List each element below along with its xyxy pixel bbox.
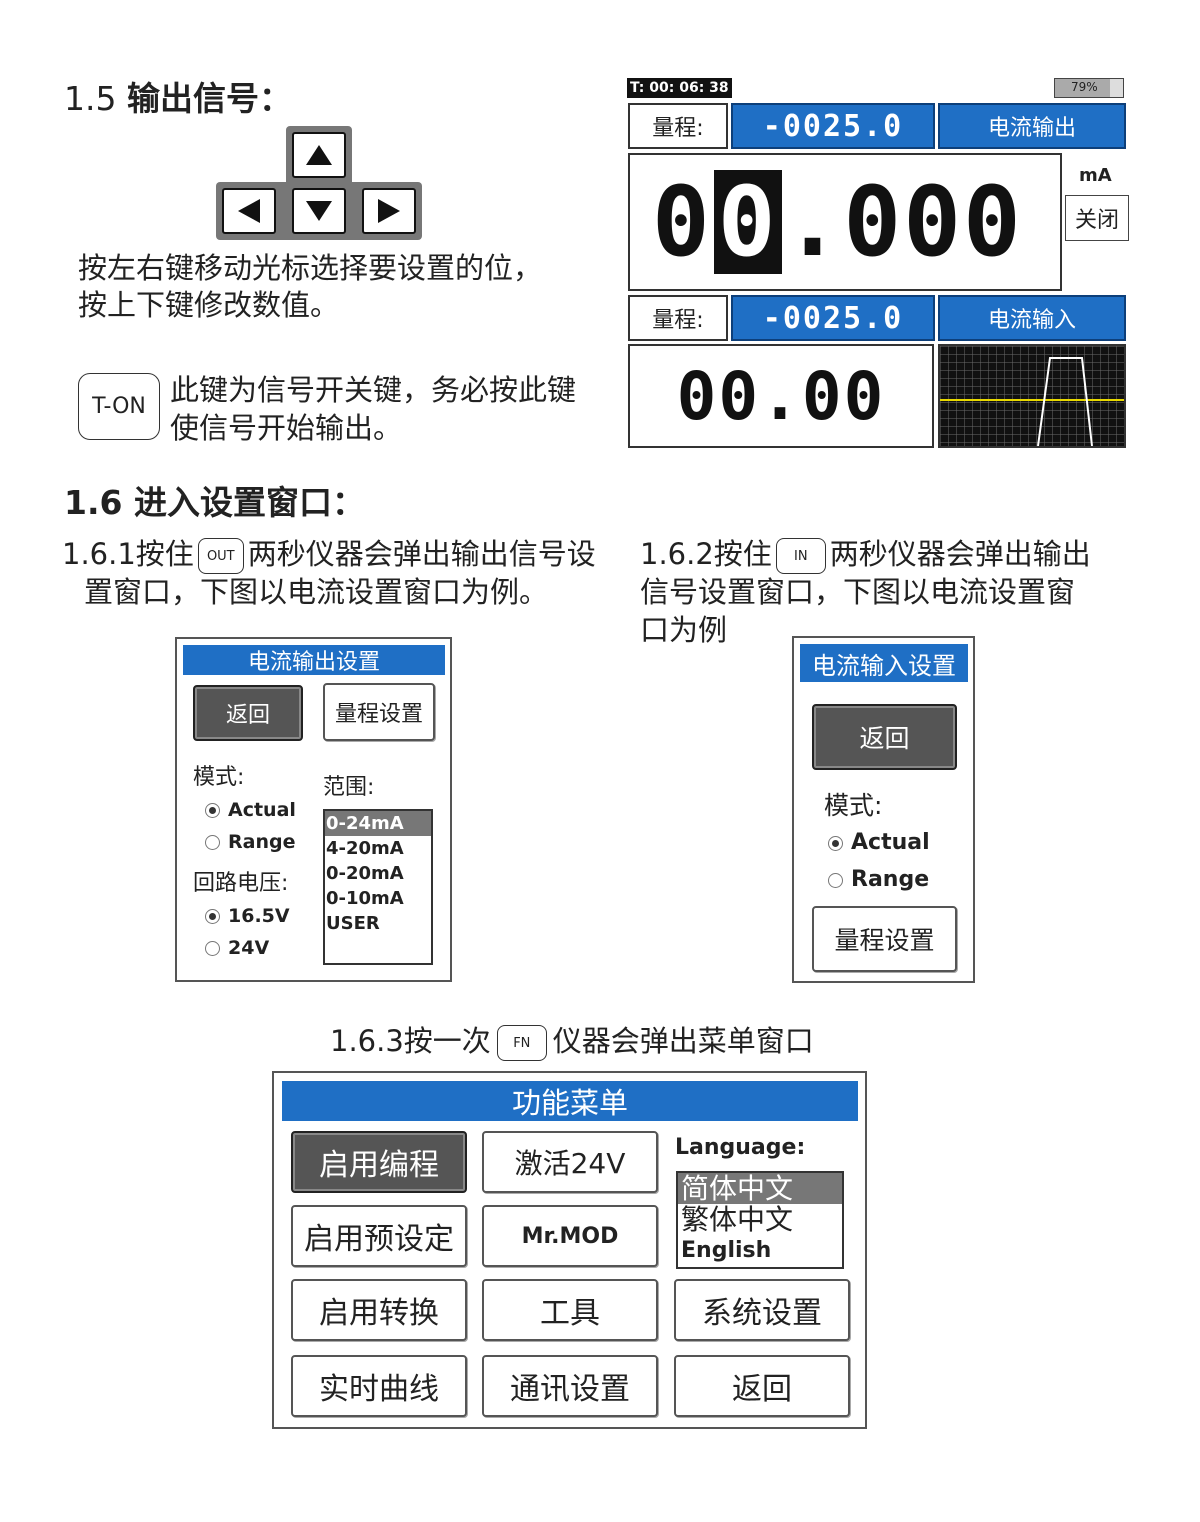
current-input-settings-window: 电流输入设置 返回 模式: Actual Range 量程设置 <box>792 636 975 983</box>
window-title: 电流输出设置 <box>183 645 445 675</box>
in-key[interactable]: IN <box>775 538 826 574</box>
tools-button[interactable]: 工具 <box>482 1279 658 1341</box>
range-value-in: -0025.0 <box>731 295 935 341</box>
step-1-6-2-line3: 口为例 <box>640 613 728 647</box>
down-arrow-key[interactable] <box>292 188 346 234</box>
section-number: 1.5 <box>64 79 117 118</box>
unit-label: mA <box>1079 165 1112 186</box>
timer-readout: T: 00: 06: 38 <box>627 78 732 98</box>
main-decimals: .000 <box>783 166 1023 278</box>
list-item[interactable]: 0-20mA <box>326 863 404 884</box>
live-curve-thumbnail <box>938 344 1126 448</box>
arrow-instruction-line1: 按左右键移动光标选择要设置的位， <box>78 251 543 285</box>
range-label-in: 量程: <box>628 295 728 341</box>
list-item[interactable]: 0-24mA <box>325 811 431 836</box>
radio-selected-icon <box>205 909 220 924</box>
step-1-6-2-line2: 信号设置窗口，下图以电流设置窗 <box>640 575 1076 609</box>
loop-voltage-label: 回路电压: <box>193 871 289 896</box>
trend-graph-icon <box>940 346 1124 447</box>
mr-mod-button[interactable]: Mr.MOD <box>482 1205 658 1267</box>
step-1-6-1-line2: 置窗口，下图以电流设置窗口为例。 <box>84 575 549 609</box>
output-switch-button[interactable]: 关闭 <box>1065 195 1129 241</box>
section-1-6-heading: 1.6 进入设置窗口： <box>64 483 365 522</box>
section-1-5-heading: 1.5 输出信号： <box>64 72 292 120</box>
battery-percent: 79% <box>1071 80 1098 94</box>
arrow-key-pad <box>216 126 422 240</box>
radio-selected-icon <box>205 803 220 818</box>
language-label: Language: <box>675 1135 806 1160</box>
back-button[interactable]: 返回 <box>812 704 957 770</box>
radio-unselected-icon <box>205 941 220 956</box>
function-menu-window: 功能菜单 启用编程 激活24V Language: 简体中文 繁体中文 Engl… <box>272 1071 867 1429</box>
t-on-description-line1: 此键为信号开关键，务必按此键 <box>170 373 577 407</box>
t-on-description-line2: 使信号开始输出。 <box>170 411 403 445</box>
enable-programming-button[interactable]: 启用编程 <box>291 1131 467 1193</box>
radio-unselected-icon <box>828 873 843 888</box>
scope-label: 范围: <box>323 775 375 800</box>
range-setting-button[interactable]: 量程设置 <box>323 683 435 741</box>
input-value-display: 00.00 <box>628 344 934 448</box>
left-arrow-key[interactable] <box>222 188 276 234</box>
battery-indicator: 79% <box>1054 78 1124 98</box>
voltage-16-5-radio[interactable]: 16.5V <box>205 905 290 927</box>
list-item[interactable]: 简体中文 <box>678 1173 842 1204</box>
list-item[interactable]: English <box>681 1238 772 1263</box>
right-arrow-key[interactable] <box>362 188 416 234</box>
list-item[interactable]: 繁体中文 <box>681 1203 794 1236</box>
activate-24v-button[interactable]: 激活24V <box>482 1131 658 1193</box>
communication-settings-button[interactable]: 通讯设置 <box>482 1355 658 1417</box>
main-output-display: 0 0 .000 <box>628 153 1062 291</box>
main-digit: 0 <box>652 166 712 278</box>
realtime-curve-button[interactable]: 实时曲线 <box>291 1355 467 1417</box>
list-item[interactable]: USER <box>326 913 380 934</box>
range-setting-button[interactable]: 量程设置 <box>812 906 957 972</box>
list-item[interactable]: 4-20mA <box>326 838 404 859</box>
fn-key[interactable]: FN <box>496 1025 547 1061</box>
language-listbox[interactable]: 简体中文 繁体中文 English <box>676 1171 844 1269</box>
t-on-key[interactable]: T-ON <box>78 373 160 440</box>
range-label-out: 量程: <box>628 103 728 149</box>
menu-title: 功能菜单 <box>282 1081 858 1121</box>
lcd-screen: T: 00: 06: 38 79% 量程: -0025.0 电流输出 0 0 .… <box>627 75 1131 450</box>
arrow-instruction-line2: 按上下键修改数值。 <box>78 288 340 322</box>
mode-range-radio[interactable]: Range <box>205 831 295 853</box>
enable-conversion-button[interactable]: 启用转换 <box>291 1279 467 1341</box>
left-arrow-icon <box>238 199 260 223</box>
back-button[interactable]: 返回 <box>674 1355 850 1417</box>
back-button[interactable]: 返回 <box>193 685 303 741</box>
mode-actual-radio[interactable]: Actual <box>205 799 296 821</box>
section-title: 输出信号： <box>126 79 292 118</box>
mode-range-radio[interactable]: Range <box>828 867 929 892</box>
down-arrow-icon <box>306 201 332 221</box>
radio-selected-icon <box>828 836 843 851</box>
mode-label: 模式: <box>193 765 245 790</box>
radio-unselected-icon <box>205 835 220 850</box>
output-mode-label: 电流输出 <box>938 103 1126 149</box>
voltage-24-radio[interactable]: 24V <box>205 937 269 959</box>
input-mode-label: 电流输入 <box>938 295 1126 341</box>
list-item[interactable]: 0-10mA <box>326 888 404 909</box>
cursor-digit[interactable]: 0 <box>713 166 782 278</box>
window-title: 电流输入设置 <box>800 644 968 682</box>
range-listbox[interactable]: 0-24mA 4-20mA 0-20mA 0-10mA USER <box>323 809 433 965</box>
up-arrow-icon <box>306 145 332 165</box>
system-settings-button[interactable]: 系统设置 <box>674 1279 850 1341</box>
mode-actual-radio[interactable]: Actual <box>828 830 930 855</box>
current-output-settings-window: 电流输出设置 返回 量程设置 模式: Actual Range 回路电压: 16… <box>175 637 452 982</box>
range-value-out: -0025.0 <box>731 103 935 149</box>
up-arrow-key[interactable] <box>292 132 346 178</box>
enable-preset-button[interactable]: 启用预设定 <box>291 1205 467 1267</box>
mode-label: 模式: <box>824 791 883 820</box>
right-arrow-icon <box>378 199 400 223</box>
out-key[interactable]: OUT <box>197 538 244 574</box>
